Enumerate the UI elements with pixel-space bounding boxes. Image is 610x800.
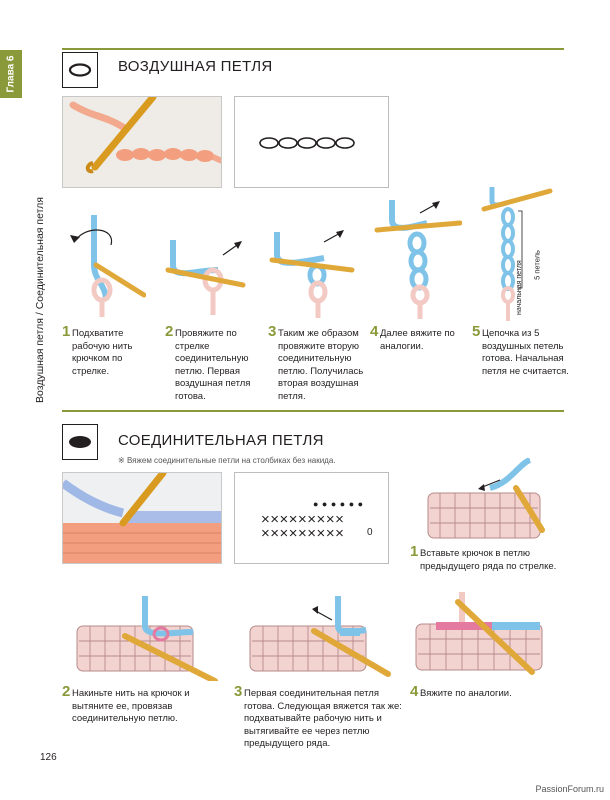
step1-text: 1 Подхватите рабочую нить крючком по стр… <box>62 323 158 378</box>
section2-note: ※ Вяжем соединительные петли на столбика… <box>118 456 336 465</box>
ss-step2-caption: Накиньте нить на крючок и вытяните ее, п… <box>72 688 190 724</box>
ss-step3-illustration <box>248 596 393 681</box>
chain-photo <box>62 96 222 188</box>
step3-text: 3 Таким же образом провяжите вторую соед… <box>268 323 368 403</box>
step2-number: 2 <box>165 323 174 340</box>
note-mark: ※ <box>118 456 125 465</box>
chart-x-row-1: ××××××××× <box>261 511 345 528</box>
step3-number: 3 <box>268 323 277 340</box>
ss-step1-illustration <box>420 458 560 548</box>
chart-end-mark: 0 <box>367 527 373 538</box>
watermark: PassionForum.ru <box>535 784 604 794</box>
chart-dots-row: ● ● ● ● ● ● <box>313 499 364 509</box>
ss-step3-caption: Первая соединительная петля готова. След… <box>244 688 402 749</box>
step2-text: 2 Провяжите по стрелке соединительную пе… <box>165 323 261 403</box>
running-head: Воздушная петля / Соединительная петля <box>34 197 46 403</box>
note-text: Вяжем соединительные петли на столбиках … <box>126 456 336 465</box>
chart-x-row-2: ××××××××× <box>261 525 345 542</box>
step5-number: 5 <box>472 323 481 340</box>
ss-step3-text: 3 Первая соединительная петля готова. Сл… <box>234 683 404 751</box>
step1-caption: Подхватите рабочую нить крючком по стрел… <box>72 328 133 377</box>
slip-stitch-photo <box>62 472 222 564</box>
step2-caption: Провяжите по стрелке соединительную петл… <box>175 328 251 402</box>
ss-step1-text: 1 Вставьте крючок в петлю предыдущего ря… <box>410 543 570 573</box>
slip-stitch-chart-box: ● ● ● ● ● ● ××××××××× ××××××××× 0 <box>234 472 389 564</box>
section2-title: СОЕДИНИТЕЛЬНАЯ ПЕТЛЯ <box>118 432 324 449</box>
five-loops-label: 5 петель <box>532 250 542 280</box>
ss-step4-number: 4 <box>410 683 419 700</box>
ss-step3-number: 3 <box>234 683 243 700</box>
page-number: 126 <box>40 752 57 763</box>
section1-title: ВОЗДУШНАЯ ПЕТЛЯ <box>118 58 273 75</box>
step4-number: 4 <box>370 323 379 340</box>
step5-illustration <box>478 183 568 323</box>
section1-rule <box>62 48 564 50</box>
chain-chart-box <box>234 96 389 188</box>
ss-step4-text: 4 Вяжите по аналогии. <box>410 683 560 701</box>
slip-stitch-symbol-icon <box>62 424 98 460</box>
ss-step2-number: 2 <box>62 683 71 700</box>
ss-step4-caption: Вяжите по аналогии. <box>420 688 512 699</box>
step1-number: 1 <box>62 323 71 340</box>
section2-rule <box>62 410 564 412</box>
chapter-tab: Глава 6 <box>0 50 22 98</box>
step4-illustration <box>372 195 462 320</box>
ss-step2-illustration <box>75 596 220 681</box>
initial-loop-label: начальная петля <box>516 260 523 315</box>
chain-stitch-symbol-icon <box>62 52 98 88</box>
step1-illustration <box>56 205 146 320</box>
ss-step4-illustration <box>412 592 562 680</box>
step4-text: 4 Далее вяжите по аналогии. <box>370 323 465 353</box>
step3-caption: Таким же образом провяжите вторую соедин… <box>278 328 364 402</box>
step4-caption: Далее вяжите по аналогии. <box>380 328 455 352</box>
ss-step1-number: 1 <box>410 543 419 560</box>
step3-illustration <box>262 220 357 320</box>
step5-text: 5 Цепочка из 5 воздушных петель готова. … <box>472 323 572 378</box>
chapter-tab-label: Глава 6 <box>5 55 17 93</box>
step5-caption: Цепочка из 5 воздушных петель готова. На… <box>482 328 569 377</box>
step2-illustration <box>158 225 248 320</box>
ss-step1-caption: Вставьте крючок в петлю предыдущего ряда… <box>420 548 557 572</box>
ss-step2-text: 2 Накиньте нить на крючок и вытяните ее,… <box>62 683 227 726</box>
